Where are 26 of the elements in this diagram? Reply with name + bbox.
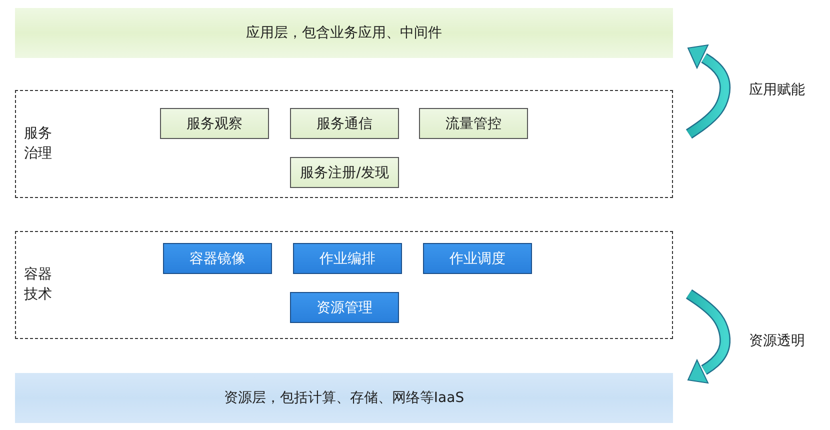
dashed-group-frame xyxy=(15,231,673,339)
component-label: 服务观察 xyxy=(186,114,242,132)
component-box xyxy=(160,108,269,139)
layer-text: 资源层，包括计算、存储、网络等IaaS xyxy=(224,389,464,407)
component-box xyxy=(293,243,402,274)
component-box xyxy=(290,108,399,139)
dashed-group-frame xyxy=(15,90,673,198)
component-label: 服务注册/发现 xyxy=(300,164,389,182)
layer-text: 应用层，包含业务应用、中间件 xyxy=(246,24,442,42)
side-note: 应用赋能 xyxy=(749,81,805,99)
component-label: 容器镜像 xyxy=(190,250,246,268)
layer-band xyxy=(15,373,673,423)
component-label: 作业调度 xyxy=(450,250,506,268)
component-label: 资源管理 xyxy=(316,298,372,316)
component-label: 服务通信 xyxy=(316,114,372,132)
component-box xyxy=(423,243,532,274)
component-box xyxy=(419,108,528,139)
side-note: 资源透明 xyxy=(749,332,805,350)
layer-band xyxy=(15,8,673,58)
component-box xyxy=(290,157,399,188)
component-box xyxy=(290,292,399,323)
component-label: 作业编排 xyxy=(320,250,376,268)
group-title: 容器技术 xyxy=(24,265,52,304)
component-box xyxy=(163,243,272,274)
component-label: 流量管控 xyxy=(446,114,502,132)
group-title: 服务治理 xyxy=(24,124,52,163)
